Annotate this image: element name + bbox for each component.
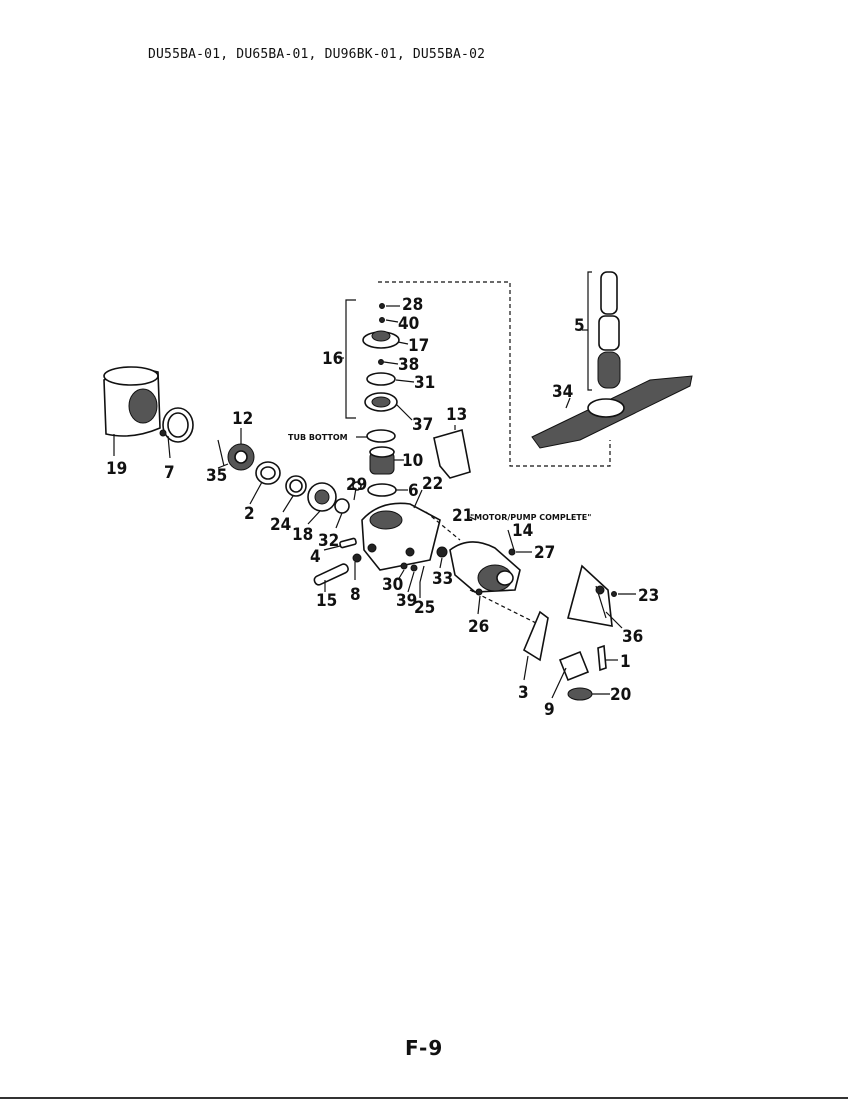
callout-10: 10 xyxy=(402,451,423,471)
part-9-cover xyxy=(558,650,590,682)
part-12-strainer xyxy=(227,443,255,471)
part-20-pad xyxy=(567,687,593,701)
callout-3: 3 xyxy=(518,683,529,703)
callout-27: 27 xyxy=(534,543,555,563)
part-25-bolt xyxy=(419,565,425,583)
motor-alignment-line xyxy=(425,511,461,541)
part-18-impeller xyxy=(307,482,337,512)
part-24-ring xyxy=(285,475,307,497)
callout-26: 26 xyxy=(468,617,489,637)
part-3-bracket xyxy=(522,610,549,662)
callout-15: 15 xyxy=(316,591,337,611)
part-13-shield xyxy=(433,428,471,479)
callout-13: 13 xyxy=(446,405,467,425)
callout-14: 14 xyxy=(512,521,533,541)
callout-6: 6 xyxy=(408,481,419,501)
callout-leaders xyxy=(113,305,636,699)
part-27-screw xyxy=(508,548,516,556)
part-38-clip xyxy=(378,359,384,365)
callout-23: 23 xyxy=(638,586,659,606)
part-19-inlet-housing xyxy=(103,366,161,437)
callout-29: 29 xyxy=(346,475,367,495)
part-4-pin xyxy=(339,537,357,549)
callout-31: 31 xyxy=(414,373,435,393)
tub-bottom-label: TUB BOTTOM xyxy=(288,433,348,442)
callout-7: 7 xyxy=(164,463,175,483)
part-23-screw xyxy=(611,591,617,597)
callout-5: 5 xyxy=(574,316,585,336)
callout-18: 18 xyxy=(292,525,313,545)
callout-9: 9 xyxy=(544,700,555,720)
callout-1: 1 xyxy=(620,652,631,672)
part-17-cap xyxy=(362,330,400,349)
callout-32: 32 xyxy=(318,531,339,551)
callout-2: 2 xyxy=(244,504,255,524)
part-22-pump-housing xyxy=(361,502,441,571)
part-39-screw xyxy=(410,564,418,572)
part-14-clip xyxy=(507,529,515,551)
part-37-housing xyxy=(364,392,398,412)
part-30-screw xyxy=(400,562,408,570)
callout-39: 39 xyxy=(396,591,417,611)
part-10-hub xyxy=(369,446,395,475)
part-16-group-bracket xyxy=(345,299,356,419)
part-15-hose xyxy=(313,563,349,586)
callout-36: 36 xyxy=(622,627,643,647)
callout-30: 30 xyxy=(382,575,403,595)
part-28-screw xyxy=(379,303,385,309)
part-29-washer xyxy=(352,481,362,491)
bracket-alignment-line xyxy=(469,589,541,626)
part-36-mount-bracket xyxy=(567,564,613,627)
callout-33: 33 xyxy=(432,569,453,589)
callout-22: 22 xyxy=(422,474,443,494)
part-8-valve xyxy=(352,553,362,563)
callout-25: 25 xyxy=(414,598,435,618)
part-6-seal xyxy=(367,483,397,497)
assembly-dashed-outline xyxy=(378,281,611,467)
part-1-switch xyxy=(597,644,607,672)
callout-24: 24 xyxy=(270,515,291,535)
tub-bottom-gasket xyxy=(366,429,396,443)
part-31-o-ring xyxy=(366,372,396,386)
callout-19: 19 xyxy=(106,459,127,479)
callout-37: 37 xyxy=(412,415,433,435)
callout-40: 40 xyxy=(398,314,419,334)
callout-28: 28 xyxy=(402,295,423,315)
callout-16: 16 xyxy=(322,349,343,369)
callout-17: 17 xyxy=(408,336,429,356)
part-40-washer xyxy=(379,317,385,323)
callout-34: 34 xyxy=(552,382,573,402)
part-35-pin xyxy=(217,439,225,467)
callout-21: 21 xyxy=(452,506,473,526)
part-33-screw xyxy=(436,546,448,558)
page-number: F-9 xyxy=(405,1036,444,1060)
callout-35: 35 xyxy=(206,466,227,486)
part-7-clamp xyxy=(159,407,194,443)
part-32-nut xyxy=(334,498,350,514)
callout-8: 8 xyxy=(350,585,361,605)
callout-12: 12 xyxy=(232,409,253,429)
model-numbers-header: DU55BA-01, DU65BA-01, DU96BK-01, DU55BA-… xyxy=(148,47,486,62)
part-2-seal xyxy=(255,461,281,485)
callout-20: 20 xyxy=(610,685,631,705)
part-26-screw xyxy=(475,588,483,596)
bottom-rule xyxy=(0,1097,848,1099)
part-21-motor xyxy=(449,541,521,593)
motor-pump-complete-label: "MOTOR/PUMP COMPLETE" xyxy=(470,513,591,522)
callout-4: 4 xyxy=(310,547,321,567)
part-5-center-tube xyxy=(587,271,621,391)
callout-38: 38 xyxy=(398,355,419,375)
part-34-spray-arm xyxy=(531,375,693,449)
